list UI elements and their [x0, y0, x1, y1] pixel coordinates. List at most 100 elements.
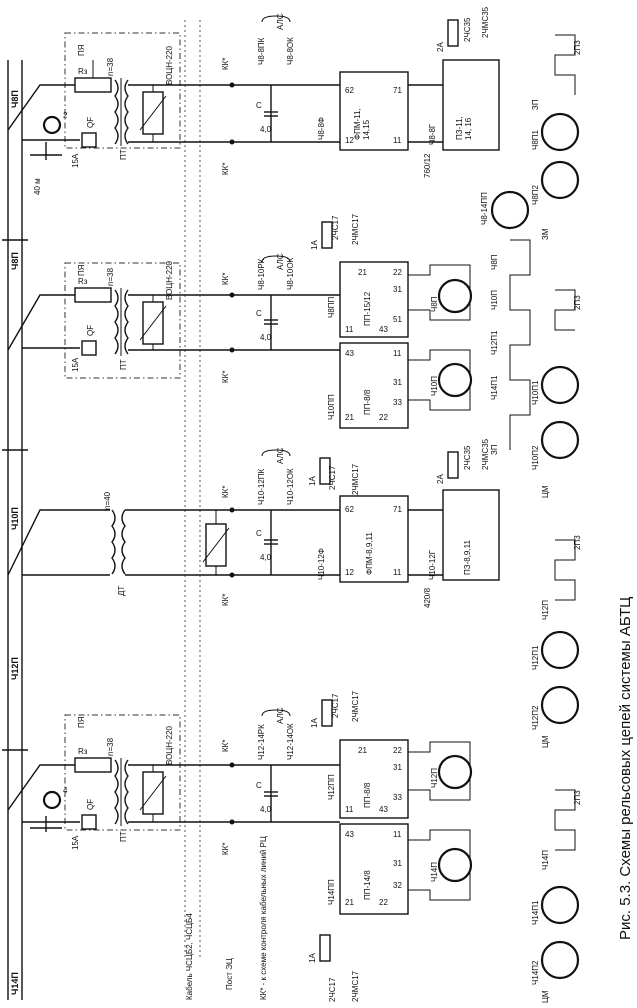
svg-text:С: С: [256, 101, 262, 110]
alc-brace-12: [261, 449, 291, 457]
resistor-ra-14: [74, 757, 112, 773]
svg-text:22: 22: [379, 413, 388, 422]
svg-text:Ч12П1: Ч12П1: [531, 645, 540, 670]
rail-label-8: Ч8П: [10, 90, 20, 108]
svg-text:22: 22: [393, 268, 402, 277]
svg-text:760/12: 760/12: [423, 153, 432, 178]
svg-text:Ч8П: Ч8П: [430, 296, 439, 312]
svg-text:ПП-8/8: ПП-8/8: [363, 782, 372, 808]
svg-text:С: С: [256, 781, 262, 790]
svg-text:Ч8-10ОК: Ч8-10ОК: [286, 257, 295, 290]
svg-text:АЛС: АЛС: [276, 253, 285, 270]
svg-text:Ч14П2: Ч14П2: [531, 960, 540, 985]
fpm-block-8: [339, 71, 409, 151]
svg-text:62: 62: [345, 86, 354, 95]
svg-text:2А: 2А: [436, 474, 445, 484]
track-relay-ch14p1: [540, 885, 580, 925]
transformer-pt-10: [114, 289, 119, 355]
svg-text:12: 12: [345, 136, 354, 145]
svg-text:33: 33: [393, 398, 402, 407]
svg-text:2П3: 2П3: [573, 535, 582, 550]
svg-text:31: 31: [393, 763, 402, 772]
pz-block-12: [442, 489, 500, 581]
svg-text:Ч10ПП: Ч10ПП: [327, 394, 336, 420]
relay-ch8p: [437, 278, 473, 314]
svg-text:420/8: 420/8: [423, 587, 432, 608]
svg-text:ЗП: ЗП: [531, 99, 540, 110]
svg-text:КК*: КК*: [221, 58, 230, 70]
svg-text:11: 11: [393, 349, 402, 358]
svg-text:12: 12: [345, 568, 354, 577]
breaker-qf-8: [81, 132, 97, 148]
station-ch12-generator: n=40 ДТ КК* КК* С 4,0 Ч10-12ПК Ч10-12ОК …: [7, 438, 582, 748]
svg-text:22: 22: [379, 898, 388, 907]
svg-text:Ч12П: Ч12П: [541, 600, 550, 620]
svg-text:ЗМ: ЗМ: [541, 228, 550, 240]
field-box-8: [64, 32, 181, 149]
svg-text:КК*: КК*: [221, 594, 230, 606]
svg-text:21: 21: [345, 898, 354, 907]
svg-text:Ч12ПП: Ч12ПП: [327, 774, 336, 800]
svg-text:1А: 1А: [310, 718, 319, 728]
svg-text:21: 21: [345, 413, 354, 422]
kk-note: КК* - к схеме контроля кабельных линий Р…: [259, 836, 268, 1000]
svg-text:ПП-15/12: ПП-15/12: [363, 291, 372, 326]
svg-text:Ч8ПП: Ч8ПП: [327, 296, 336, 318]
rail-label-12: Ч12П: [10, 657, 20, 680]
svg-text:Ч14П: Ч14П: [430, 862, 439, 882]
svg-text:2П3: 2П3: [573, 790, 582, 805]
svg-text:КК*: КК*: [221, 486, 230, 498]
svg-text:11: 11: [345, 805, 354, 814]
svg-text:ПП-14/8: ПП-14/8: [363, 870, 372, 900]
svg-text:АЛС: АЛС: [276, 447, 285, 464]
svg-text:43: 43: [379, 805, 388, 814]
svg-text:ЦМ: ЦМ: [541, 735, 550, 748]
svg-text:15А: 15А: [71, 835, 80, 850]
fuse-1a-14a: [321, 699, 333, 727]
svg-text:71: 71: [393, 86, 402, 95]
svg-text:21: 21: [358, 268, 367, 277]
svg-text:2ЧС35: 2ЧС35: [463, 445, 472, 470]
svg-text:Rз: Rз: [78, 747, 88, 756]
breaker-qf-10: [81, 340, 97, 356]
transformer-pt-14: [114, 759, 119, 825]
breaker-qf-14: [81, 814, 97, 830]
fuse-2a-12: [447, 451, 459, 479]
svg-text:2П3: 2П3: [573, 295, 582, 310]
post-note: Пост ЭЦ: [225, 958, 234, 990]
rail-joints: [2, 239, 28, 751]
pp-block-ch10pp: [339, 342, 409, 429]
svg-text:51: 51: [393, 315, 402, 324]
svg-text:ПТ: ПТ: [119, 359, 128, 370]
svg-text:ДТ: ДТ: [117, 586, 126, 596]
pp-block-ch12pp: [339, 739, 409, 819]
station-ch14: Rз ПЯ QF 15А 4 n=38 ПТ ВОЦН-220 КК* КК* …: [7, 690, 582, 1003]
svg-text:ПЗ-8,9,11: ПЗ-8,9,11: [463, 540, 472, 575]
svg-text:Ч10П2: Ч10П2: [531, 445, 540, 470]
pz-block-8: [442, 59, 500, 151]
svg-text:Ч10-12Ф: Ч10-12Ф: [317, 548, 326, 580]
svg-text:4,0: 4,0: [260, 553, 272, 562]
svg-text:Ч12П1: Ч12П1: [490, 330, 499, 355]
svg-text:n=38: n=38: [106, 737, 115, 756]
svg-text:2ЧС17: 2ЧС17: [331, 215, 340, 240]
svg-text:31: 31: [393, 285, 402, 294]
svg-text:АЛС: АЛС: [276, 707, 285, 724]
relay-ch8-14pp: [490, 190, 530, 230]
alc-brace-14: [261, 709, 291, 717]
svg-text:40 м: 40 м: [33, 178, 42, 195]
svg-text:2ЧС17: 2ЧС17: [328, 977, 337, 1002]
svg-text:21: 21: [358, 746, 367, 755]
track-relay-ch8p2: [540, 160, 580, 200]
svg-text:Ч8П2: Ч8П2: [531, 184, 540, 205]
rail-labels: Ч8П Ч8П Ч10П Ч12П Ч14П: [10, 90, 20, 995]
svg-text:ВОЦН-220: ВОЦН-220: [165, 260, 174, 300]
svg-text:КК*: КК*: [221, 371, 230, 383]
svg-text:1А: 1А: [308, 953, 317, 963]
svg-text:Ч14П1: Ч14П1: [531, 900, 540, 925]
track-relay-ch12p2: [540, 685, 580, 725]
fuse-1a-10a: [321, 221, 333, 249]
svg-text:2ЧМС35: 2ЧМС35: [481, 438, 490, 470]
svg-text:Ч8-10РК: Ч8-10РК: [257, 258, 266, 290]
